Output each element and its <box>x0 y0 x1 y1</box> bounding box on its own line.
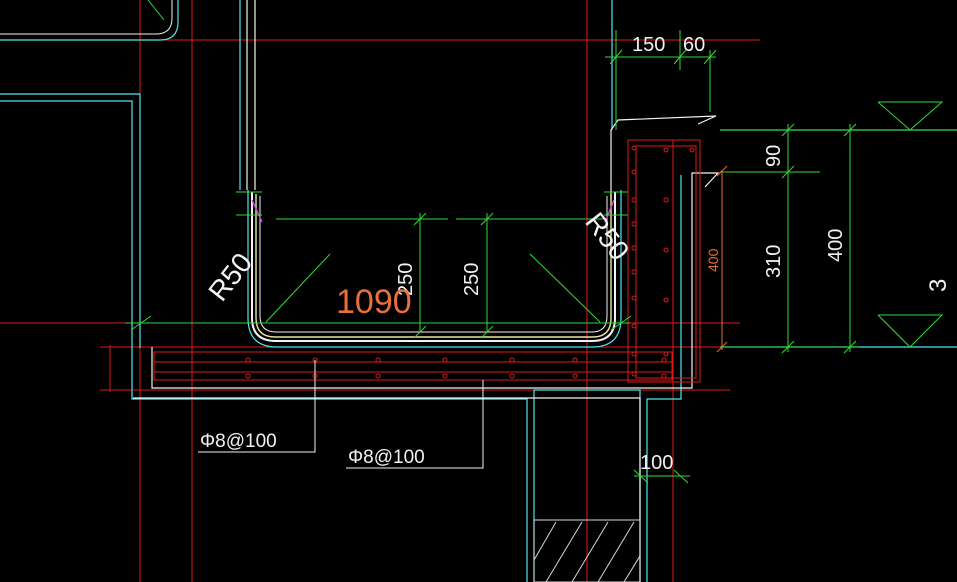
u-channel-rebar <box>236 190 628 348</box>
orange-dimension <box>716 165 728 353</box>
rebar-label-right: Φ8@100 <box>348 447 425 468</box>
rebar-dot <box>631 351 637 357</box>
rebar-dot <box>663 351 669 357</box>
rebar-callouts <box>198 360 484 469</box>
rebar-dot <box>509 373 515 379</box>
rebar-dot <box>442 357 448 363</box>
dimension-lines <box>125 30 957 484</box>
dim-label-400-orange: 400 <box>705 248 721 272</box>
rebar-dot-group <box>245 145 695 379</box>
rebar-dot <box>631 169 637 175</box>
rebar-dot <box>661 357 667 363</box>
dim-label-90: 90 <box>763 145 785 167</box>
rebar-dot <box>245 357 251 363</box>
upper-channel-fragment <box>0 0 179 41</box>
rebar-dot <box>245 373 251 379</box>
rebar-dot <box>572 373 578 379</box>
rebar-dot <box>663 247 669 253</box>
rebar-dot <box>661 373 667 379</box>
radius-label-left: R50 <box>202 247 258 307</box>
dim-label-250-right: 250 <box>461 263 483 296</box>
rebar-dot <box>631 323 637 329</box>
rebar-dot <box>631 269 637 275</box>
rebar-dot <box>631 145 637 151</box>
dim-label-400-right: 400 <box>825 229 847 262</box>
rebar-dot <box>663 147 669 153</box>
rebar-dot <box>375 357 381 363</box>
rebar-cage <box>153 139 701 383</box>
dim-label-1090: 1090 <box>336 283 412 321</box>
rebar-dot <box>442 373 448 379</box>
dim-label-310: 310 <box>763 245 785 278</box>
rebar-dot <box>631 245 637 251</box>
edge-label: 3 <box>925 279 952 292</box>
rebar-dot <box>509 357 515 363</box>
rebar-dot <box>375 373 381 379</box>
dim-label-100: 100 <box>640 452 673 474</box>
rebar-dot <box>631 295 637 301</box>
rebar-dot <box>689 147 695 153</box>
dimension-labels: 150 60 90 310 400 400 250 250 1090 R50 R… <box>200 34 952 474</box>
rebar-dot <box>663 197 669 203</box>
hatch-area <box>533 519 641 582</box>
dim-label-60: 60 <box>683 34 705 56</box>
rebar-dot <box>631 197 637 203</box>
radius-label-right: R50 <box>579 207 635 267</box>
dim-label-150: 150 <box>632 34 665 56</box>
rebar-dot <box>631 221 637 227</box>
rebar-dot <box>572 357 578 363</box>
rebar-dot <box>631 371 637 377</box>
dim-label-250-left: 250 <box>395 263 417 296</box>
rebar-label-left: Φ8@100 <box>200 431 277 452</box>
rebar-dot <box>663 297 669 303</box>
